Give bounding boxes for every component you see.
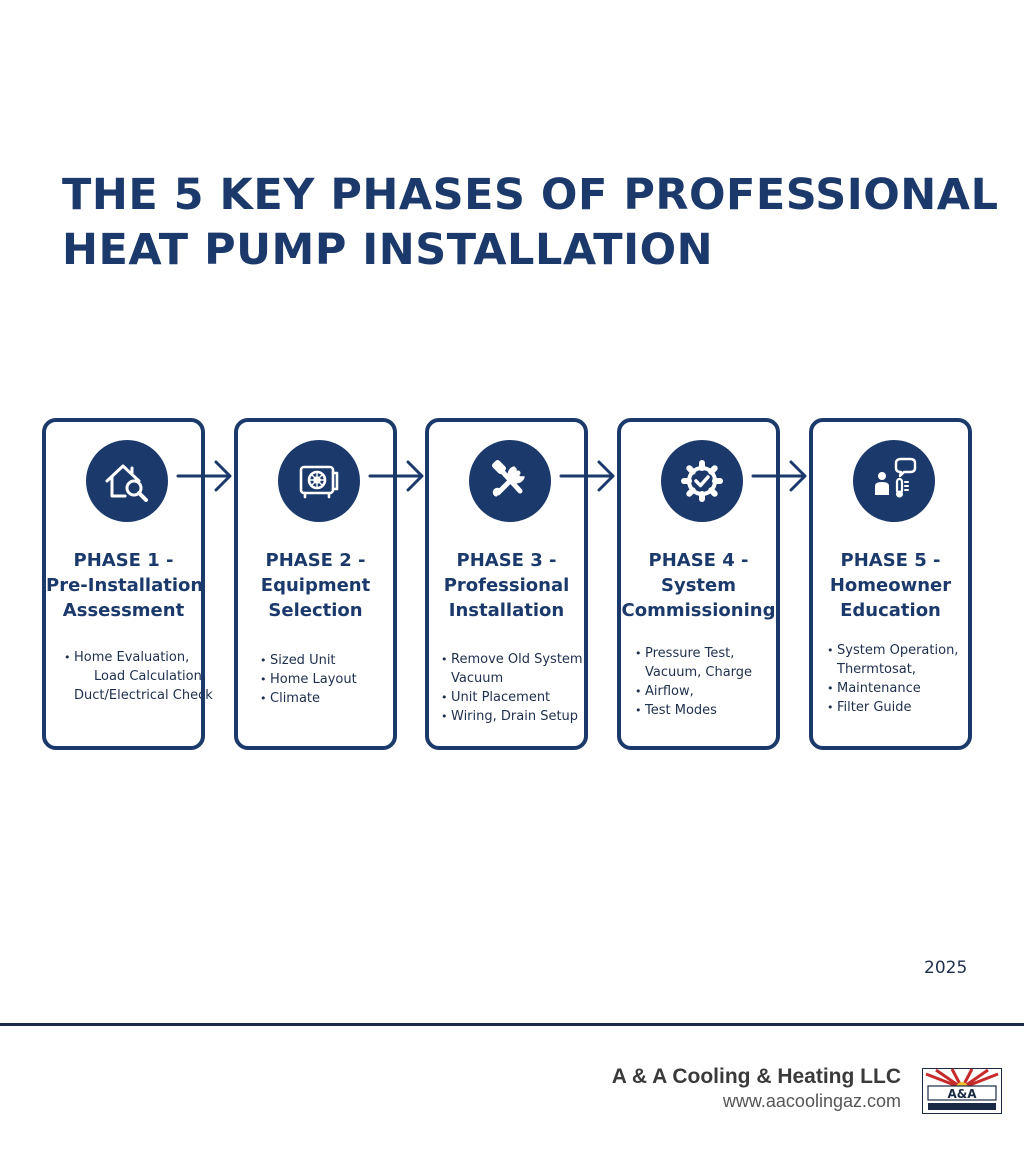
- list-item: Load Calculation,: [94, 669, 206, 684]
- arrow-right-icon: [176, 460, 232, 492]
- phase-5-card: PHASE 5 - Homeowner Education System Ope…: [809, 418, 972, 750]
- list-item: Vacuum: [451, 671, 504, 686]
- phase-4-card: PHASE 4 - System Commissioning Pressure …: [617, 418, 780, 750]
- list-item: Airflow,: [635, 682, 783, 701]
- tools-icon: [469, 440, 551, 522]
- list-item: Wiring, Drain Setup: [441, 707, 589, 726]
- phase-5-title: PHASE 5 - Homeowner Education: [813, 548, 968, 623]
- footer-divider: [0, 1023, 1024, 1026]
- phase-2-label: PHASE 2 -: [265, 550, 366, 571]
- arrow-right-icon: [751, 460, 807, 492]
- phase-1-label: PHASE 1 -: [73, 550, 174, 571]
- phase-3-name-line-2: Installation: [448, 600, 565, 621]
- list-item: Test Modes: [635, 701, 783, 720]
- list-item: Maintenance: [827, 679, 975, 698]
- phase-5-items: System Operation, Thermtosat, Maintenanc…: [827, 641, 975, 717]
- phase-2-name-line-1: Equipment: [260, 575, 371, 596]
- phase-4-name-line-2: Commissioning: [621, 600, 776, 621]
- arrow-right-icon: [368, 460, 424, 492]
- logo-text: A&A: [947, 1087, 977, 1101]
- person-thermostat-icon: [853, 440, 935, 522]
- company-website[interactable]: www.aacoolingaz.com: [722, 1091, 901, 1111]
- arrow-right-icon: [559, 460, 615, 492]
- phase-4-label: PHASE 4 -: [648, 550, 749, 571]
- phase-3-items: Remove Old System Vacuum Unit Placement …: [441, 650, 589, 726]
- phase-3-card: PHASE 3 - Professional Installation Remo…: [425, 418, 588, 750]
- company-name: A & A Cooling & Heating LLC: [611, 1065, 901, 1088]
- phase-1-items: Home Evaluation, Load Calculation, Duct/…: [64, 648, 213, 705]
- phase-3-name-line-1: Professional: [443, 575, 570, 596]
- phase-5-label: PHASE 5 -: [840, 550, 941, 571]
- list-item: Home Evaluation,: [64, 648, 212, 667]
- list-item: Thermtosat,: [837, 662, 916, 677]
- phase-1-name-line-1: Pre-Installation: [46, 575, 204, 596]
- page-title: THE 5 KEY PHASES OF PROFESSIONAL HEAT PU…: [62, 168, 1002, 278]
- phase-4-name-line-1: System: [661, 575, 736, 596]
- phase-3-title: PHASE 3 - Professional Installation: [429, 548, 584, 623]
- list-item: Pressure Test,: [635, 644, 783, 663]
- phase-2-items: Sized Unit Home Layout Climate: [260, 651, 408, 708]
- page-title-line-2: HEAT PUMP INSTALLATION: [62, 225, 714, 275]
- phase-1-title: PHASE 1 - Pre-Installation Assessment: [46, 548, 204, 623]
- phase-2-name-line-2: Selection: [268, 600, 363, 621]
- phase-1-card: PHASE 1 - Pre-Installation Assessment Ho…: [42, 418, 213, 750]
- phase-3-label: PHASE 3 -: [456, 550, 557, 571]
- phase-2-title: PHASE 2 - Equipment Selection: [238, 548, 393, 623]
- home-search-icon: [86, 440, 168, 522]
- company-info: A & A Cooling & Heating LLC www.aacoolin…: [612, 1064, 901, 1112]
- phase-4-items: Pressure Test, Vacuum, Charge Airflow, T…: [635, 644, 783, 720]
- list-item: Unit Placement: [441, 688, 589, 707]
- list-item: System Operation,: [827, 641, 975, 660]
- phase-2-card: PHASE 2 - Equipment Selection Sized Unit…: [234, 418, 397, 750]
- list-item: Vacuum, Charge: [645, 665, 753, 680]
- gear-check-icon: [661, 440, 743, 522]
- phase-5-name-line-2: Education: [840, 600, 941, 621]
- list-item: Filter Guide: [827, 698, 975, 717]
- year-label: 2025: [924, 958, 968, 978]
- phase-4-title: PHASE 4 - System Commissioning: [621, 548, 776, 623]
- phase-5-name-line-1: Homeowner: [829, 575, 952, 596]
- heat-pump-unit-icon: [278, 440, 360, 522]
- list-item: Sized Unit: [260, 651, 408, 670]
- list-item: Remove Old System: [441, 650, 589, 669]
- phase-1-name-line-2: Assessment: [62, 600, 185, 621]
- page-title-line-1: THE 5 KEY PHASES OF PROFESSIONAL: [62, 170, 999, 220]
- list-item: Duct/Electrical Check: [74, 688, 213, 703]
- company-logo: A&A: [922, 1068, 1002, 1114]
- list-item: Climate: [260, 689, 408, 708]
- list-item: Home Layout: [260, 670, 408, 689]
